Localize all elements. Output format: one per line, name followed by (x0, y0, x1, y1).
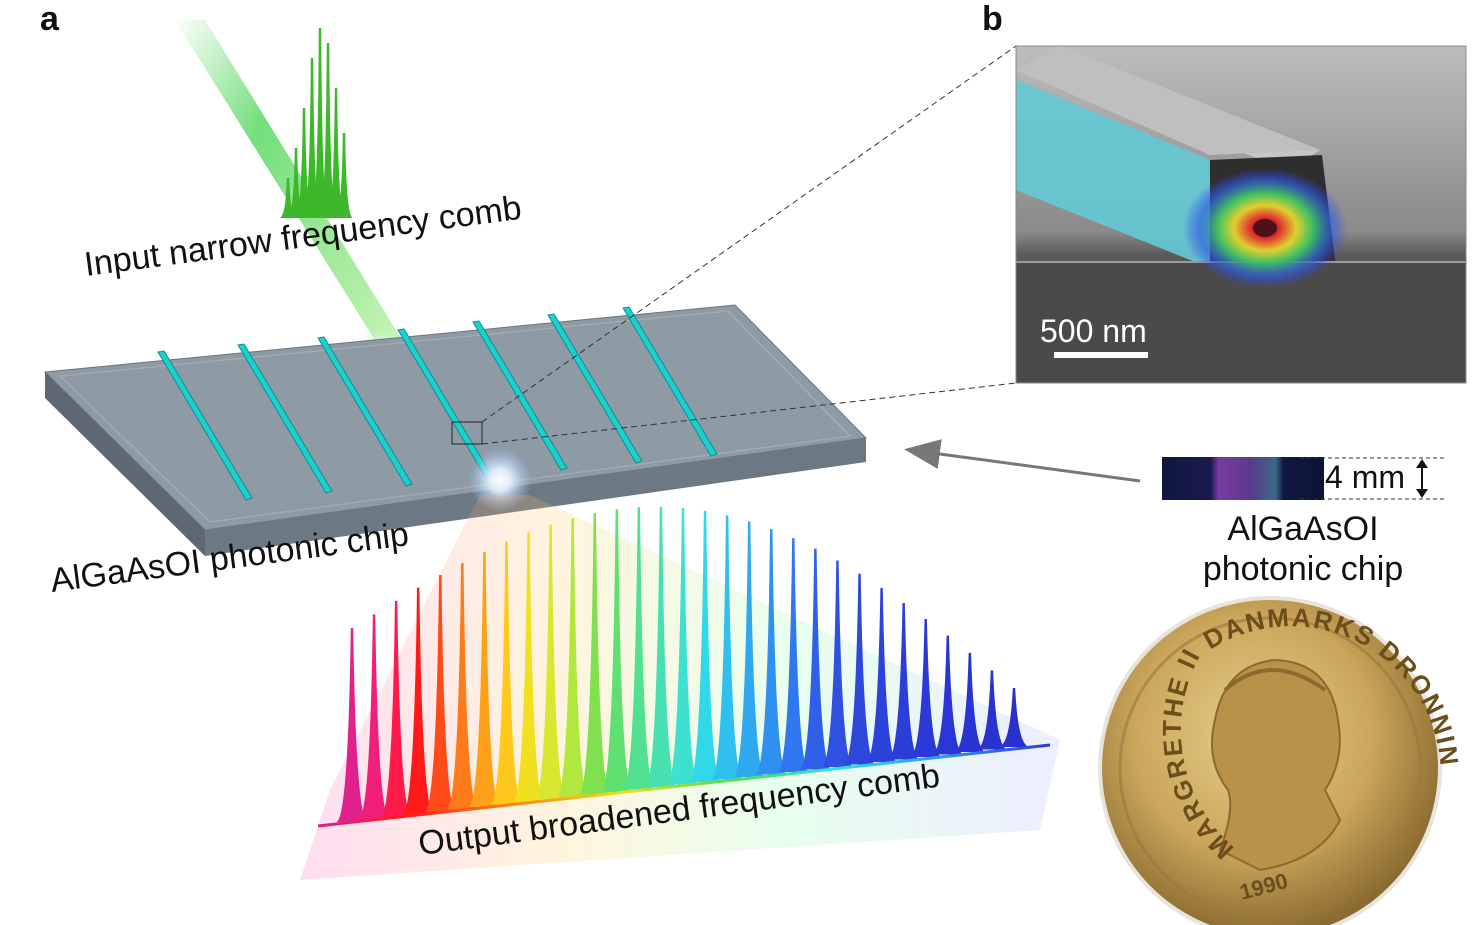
sem-frame (1015, 45, 1467, 384)
output-comb-peak (843, 573, 876, 765)
output-comb-peak (733, 521, 766, 777)
waveguide (472, 320, 568, 471)
output-comb-peak (909, 618, 942, 757)
output-comb-peak (380, 600, 413, 817)
output-comb-baseline (317, 743, 1051, 828)
output-comb-peak (667, 508, 699, 785)
chip-side (45, 372, 205, 556)
zoom-region (451, 421, 483, 445)
chip-width-label: 4 mm (1325, 459, 1405, 495)
output-comb-peak (402, 587, 435, 815)
output-comb-peak (998, 688, 1030, 747)
input-comb-peak (327, 88, 345, 218)
output-comb-peak (534, 524, 567, 800)
output-comb-peak (755, 528, 788, 775)
scale-bar-label: 500 nm (1040, 313, 1147, 349)
output-comb-peak (644, 506, 677, 787)
output-comb-peak (622, 507, 655, 790)
chip-photo (1162, 457, 1324, 500)
output-comb-peak (336, 628, 368, 822)
output-comb-peak (424, 574, 457, 812)
output-comb-peak (799, 548, 832, 770)
output-comb-peak (556, 518, 589, 797)
output-comb-peak (777, 538, 810, 772)
waveguide (317, 336, 413, 487)
output-comb-peak (490, 541, 523, 805)
output-comb-peak (865, 587, 898, 762)
waveguide (547, 313, 643, 464)
waveguide (622, 306, 718, 457)
sem-image (1016, 46, 1466, 383)
input-comb-peak (287, 148, 305, 218)
waveguides (157, 306, 718, 501)
pointer-arrow (904, 439, 1141, 483)
output-comb-peak (358, 614, 391, 820)
output-comb-peak (931, 635, 964, 755)
output-comb-peak (578, 512, 611, 795)
waveguide (237, 343, 333, 494)
input-comb-peak (335, 133, 353, 218)
input-comb (279, 28, 353, 218)
input-comb-peak (311, 28, 329, 218)
output-comb-peak (512, 532, 545, 802)
chip-photo-caption-1: AlGaAsOI (1227, 510, 1378, 548)
input-comb-peak (279, 178, 297, 218)
scale-bar (1054, 352, 1148, 358)
output-comb-peak (711, 515, 744, 780)
panel-label-b: b (982, 0, 1003, 38)
output-comb-peak (887, 603, 920, 760)
chip-width-arrowheads (1416, 459, 1428, 498)
output-comb-peak (953, 652, 986, 752)
chip-front (205, 438, 866, 556)
output-comb-peak (446, 563, 479, 810)
panel-label-a: a (40, 0, 60, 38)
input-comb-peak (295, 108, 313, 218)
chip-photo-caption-2: photonic chip (1203, 550, 1403, 588)
output-comb-peak (689, 510, 722, 782)
output-comb-peak (600, 509, 633, 792)
output-comb (336, 506, 1030, 822)
zoom-line-top (481, 45, 1017, 423)
input-comb-peak (319, 43, 337, 218)
output-comb-peak (468, 551, 501, 807)
chip-rim (58, 310, 852, 523)
waveguide (157, 350, 253, 501)
output-comb-peak (975, 670, 1008, 750)
photonic-chip (43, 304, 868, 556)
output-comb-peak (821, 560, 854, 767)
input-comb-peak (303, 58, 321, 218)
